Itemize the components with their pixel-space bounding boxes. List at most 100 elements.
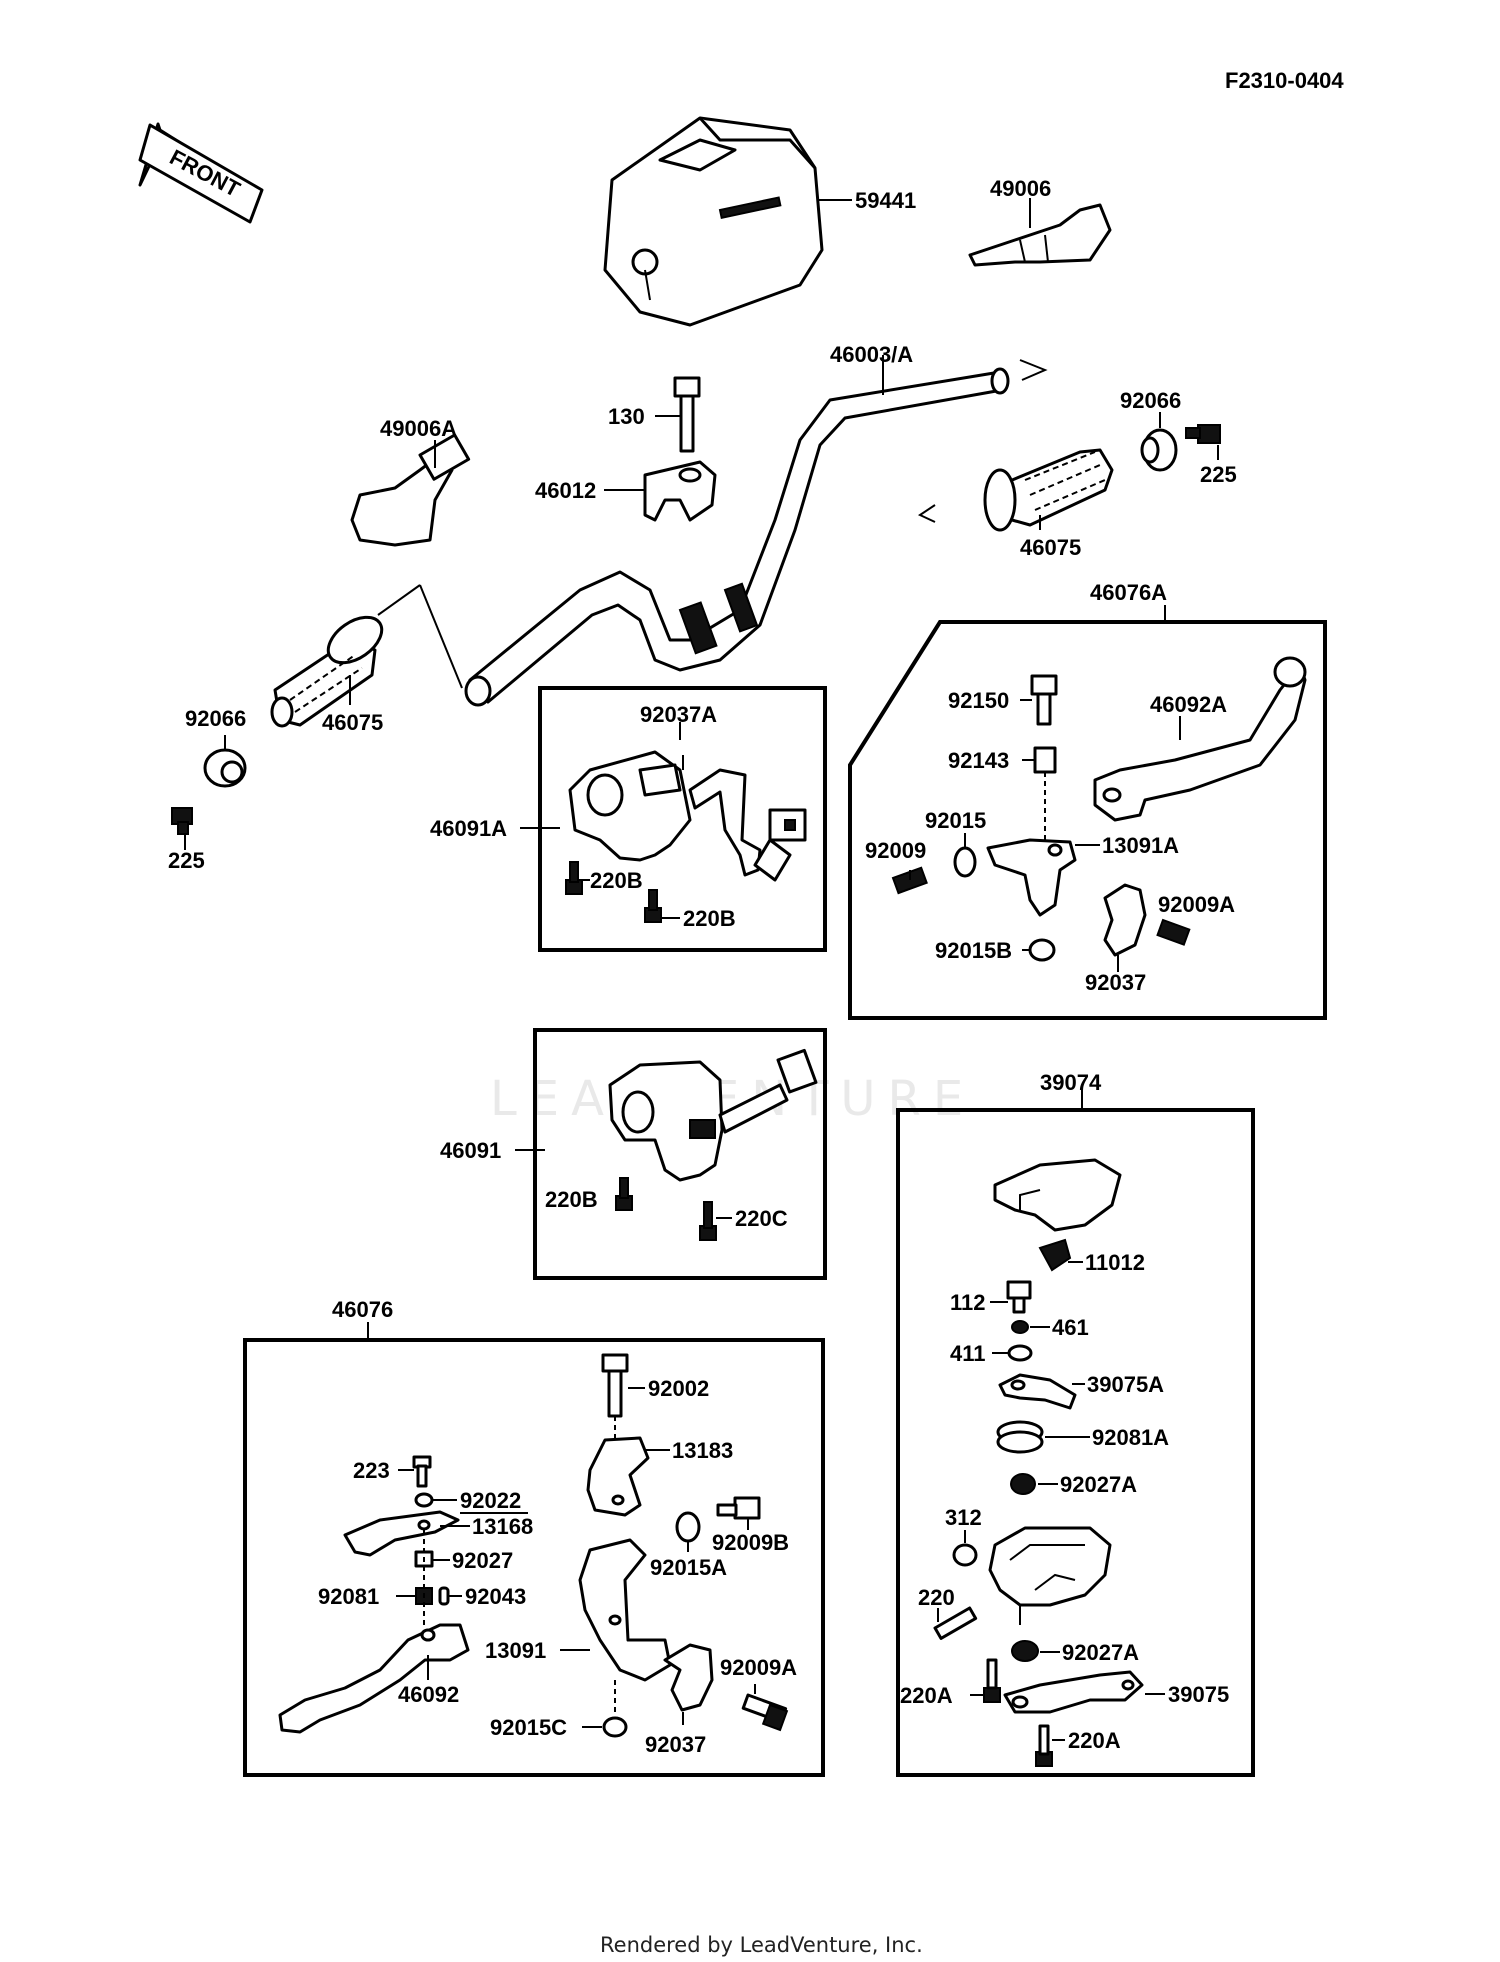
clamp-92037-bottom	[663, 1643, 714, 1712]
group-label-39074: 39074	[1040, 1070, 1102, 1095]
handlebar-cover	[603, 116, 824, 327]
part-label-49006: 49006	[990, 176, 1051, 201]
bolt-92150	[1030, 674, 1058, 726]
part-label-92027: 92027	[452, 1548, 513, 1573]
part-label-220A-b: 220A	[1068, 1728, 1121, 1753]
washer-92015A	[675, 1511, 701, 1543]
box-39074	[896, 1108, 1255, 1777]
washer-461	[1011, 1320, 1029, 1334]
screw-220B-c	[615, 1177, 633, 1211]
pin-92043	[438, 1586, 450, 1606]
part-label-46092: 46092	[398, 1682, 459, 1707]
part-label-92143: 92143	[948, 748, 1009, 773]
screw-220	[933, 1606, 978, 1640]
nut-92015C	[602, 1716, 628, 1738]
screw-220B-a	[565, 861, 583, 895]
part-label-220: 220	[918, 1585, 955, 1610]
diagram-code: F2310-0404	[1225, 68, 1344, 93]
part-label-13183: 13183	[672, 1438, 733, 1463]
part-label-39075: 39075	[1168, 1682, 1229, 1707]
screw-112	[1006, 1280, 1032, 1314]
handlebar	[464, 367, 1010, 707]
part-label-220B-a: 220B	[590, 868, 643, 893]
collar-92143	[1033, 746, 1057, 774]
bracket-13091A	[986, 838, 1077, 917]
screw-225-right	[1185, 424, 1221, 444]
part-label-92009: 92009	[865, 838, 926, 863]
part-label-11012: 11012	[1085, 1250, 1145, 1275]
nut-312	[952, 1543, 978, 1567]
plate-13168	[343, 1510, 460, 1557]
part-label-225-left: 225	[168, 848, 205, 873]
part-label-223: 223	[353, 1458, 390, 1483]
bolt-92009	[891, 866, 928, 895]
switch-46091	[608, 1048, 818, 1182]
part-label-92037-right: 92037	[1085, 970, 1146, 995]
bracket-13183	[586, 1436, 650, 1517]
part-label-46075-left: 46075	[322, 710, 383, 735]
footer-credit: Rendered by LeadVenture, Inc.	[600, 1933, 923, 1957]
part-label-46075-right: 46075	[1020, 535, 1081, 560]
part-label-112: 112	[950, 1290, 986, 1315]
part-label-312: 312	[945, 1505, 982, 1530]
part-label-46092A: 46092A	[1150, 692, 1227, 717]
part-label-130: 130	[608, 404, 645, 429]
cover-39074	[993, 1158, 1122, 1232]
spring-92081A	[996, 1420, 1044, 1454]
box-46091A	[538, 686, 827, 952]
part-label-92009B: 92009B	[712, 1530, 789, 1555]
weight-92066-left	[203, 748, 247, 788]
part-11012	[1038, 1238, 1072, 1272]
lever-46092A	[1093, 656, 1307, 822]
screw-220C	[699, 1201, 717, 1241]
part-label-92009A-right: 92009A	[1158, 892, 1235, 917]
part-label-46091A: 46091A	[430, 816, 507, 841]
clamp-46012	[643, 460, 717, 522]
bolt-92009A-right	[1156, 918, 1191, 946]
part-label-225-right: 225	[1200, 462, 1237, 487]
bolt-92002	[601, 1353, 629, 1418]
box-46076	[243, 1338, 825, 1777]
part-label-92150: 92150	[948, 688, 1009, 713]
part-label-92081A: 92081A	[1092, 1425, 1169, 1450]
screw-223	[412, 1455, 432, 1488]
screw-220A-b	[1035, 1724, 1053, 1767]
part-label-220C: 220C	[735, 1206, 788, 1231]
throttle-housing	[968, 203, 1112, 267]
part-label-13091: 13091	[485, 1638, 546, 1663]
switch-46091A	[568, 750, 807, 882]
grip-right	[983, 448, 1114, 532]
part-label-13168: 13168	[472, 1514, 533, 1539]
bolt-92009B	[716, 1496, 761, 1520]
collar-92027A-b	[1011, 1640, 1039, 1662]
part-label-220A-a: 220A	[900, 1683, 953, 1708]
part-label-92009A-bottom: 92009A	[720, 1655, 797, 1680]
part-label-92081: 92081	[318, 1584, 379, 1609]
part-label-49006A: 49006A	[380, 416, 457, 441]
part-label-92043: 92043	[465, 1584, 526, 1609]
part-label-46012: 46012	[535, 478, 596, 503]
part-label-46003A: 46003/A	[830, 342, 913, 367]
part-label-92015: 92015	[925, 808, 986, 833]
screw-225-left	[171, 807, 193, 835]
housing-39074	[988, 1526, 1112, 1607]
part-label-220B-c: 220B	[545, 1187, 598, 1212]
front-arrow-icon: FRONT	[138, 122, 264, 224]
group-label-46076: 46076	[332, 1297, 393, 1322]
washer-411	[1007, 1344, 1033, 1362]
part-label-461: 461	[1052, 1315, 1089, 1340]
part-label-220B-b: 220B	[683, 906, 736, 931]
nut-92015B	[1028, 938, 1056, 962]
part-label-92015C: 92015C	[490, 1715, 567, 1740]
part-label-92066-right: 92066	[1120, 388, 1181, 413]
part-label-39075A: 39075A	[1087, 1372, 1164, 1397]
part-label-411: 411	[950, 1341, 986, 1366]
part-label-59441: 59441	[855, 188, 916, 213]
part-label-13091A: 13091A	[1102, 833, 1179, 858]
part-label-92015A: 92015A	[650, 1555, 727, 1580]
bolt-130	[673, 376, 701, 453]
part-label-92002: 92002	[648, 1376, 709, 1401]
box-46076A	[848, 620, 1327, 1020]
group-label-46076A: 46076A	[1090, 580, 1167, 605]
